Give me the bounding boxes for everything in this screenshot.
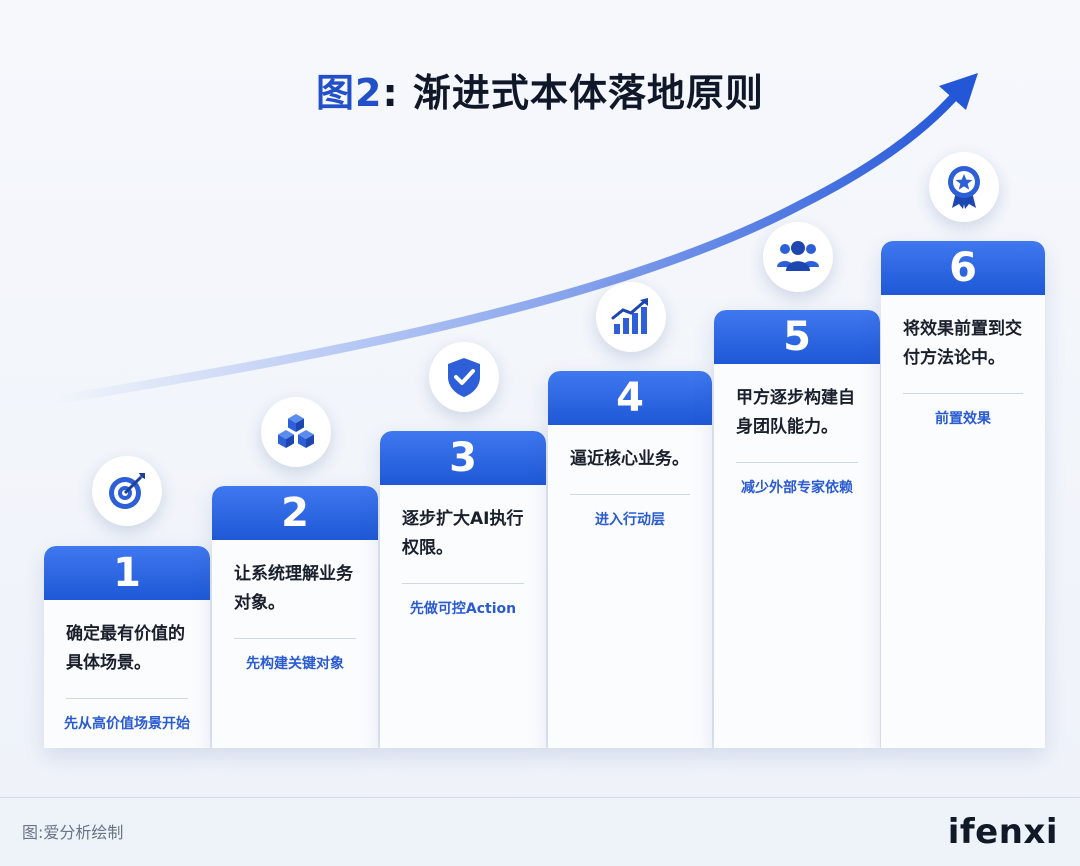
step-header: 3 <box>380 431 546 485</box>
step-description: 逼近核心业务。 <box>570 449 689 469</box>
step-header: 4 <box>548 371 712 425</box>
source-caption: 图:爱分析绘制 <box>22 823 124 842</box>
step-card-5: 5 甲方逐步构建自身团队能力。 减少外部专家依赖 <box>714 310 880 748</box>
step-divider <box>402 583 524 584</box>
step-note: 进入行动层 <box>595 512 665 528</box>
title-accent: 图2 <box>316 71 383 115</box>
step-divider <box>903 393 1023 394</box>
award-badge-icon <box>929 152 999 222</box>
step-description: 将效果前置到交付方法论中。 <box>903 319 1022 368</box>
shield-check-icon <box>429 342 499 412</box>
step-number: 2 <box>281 490 309 536</box>
growth-chart-icon <box>596 282 666 352</box>
step-number: 4 <box>616 375 644 421</box>
step-divider <box>234 638 356 639</box>
step-divider <box>66 698 188 699</box>
step-note: 前置效果 <box>935 411 991 427</box>
step-number: 6 <box>949 245 977 291</box>
step-card-6: 6 将效果前置到交付方法论中。 前置效果 <box>881 241 1045 748</box>
step-card-3: 3 逐步扩大AI执行权限。 先做可控Action <box>380 431 546 748</box>
step-header: 5 <box>714 310 880 364</box>
title-rest: : 渐进式本体落地原则 <box>382 71 764 115</box>
ifenxi-logo: ifenxi <box>947 812 1058 852</box>
step-card-1: 1 确定最有价值的具体场景。 先从高价值场景开始 <box>44 546 210 748</box>
cubes-icon <box>261 397 331 467</box>
step-description: 让系统理解业务对象。 <box>234 564 353 613</box>
target-icon <box>92 456 162 526</box>
step-divider <box>570 494 690 495</box>
step-card-2: 2 让系统理解业务对象。 先构建关键对象 <box>212 486 378 748</box>
step-card-4: 4 逼近核心业务。 进入行动层 <box>548 371 712 748</box>
footer-divider <box>0 797 1080 798</box>
page-title: 图2: 渐进式本体落地原则 <box>0 62 1080 117</box>
step-header: 6 <box>881 241 1045 295</box>
step-note: 先从高价值场景开始 <box>64 716 190 732</box>
step-note: 减少外部专家依赖 <box>741 480 853 496</box>
step-header: 2 <box>212 486 378 540</box>
step-number: 5 <box>783 314 811 360</box>
step-header: 1 <box>44 546 210 600</box>
team-icon <box>763 222 833 292</box>
step-description: 逐步扩大AI执行权限。 <box>402 509 524 558</box>
step-description: 甲方逐步构建自身团队能力。 <box>736 388 855 437</box>
step-number: 1 <box>113 550 141 596</box>
step-note: 先做可控Action <box>409 601 517 617</box>
step-note: 先构建关键对象 <box>246 656 344 672</box>
step-description: 确定最有价值的具体场景。 <box>66 624 185 673</box>
step-divider <box>736 462 858 463</box>
step-number: 3 <box>449 435 477 481</box>
